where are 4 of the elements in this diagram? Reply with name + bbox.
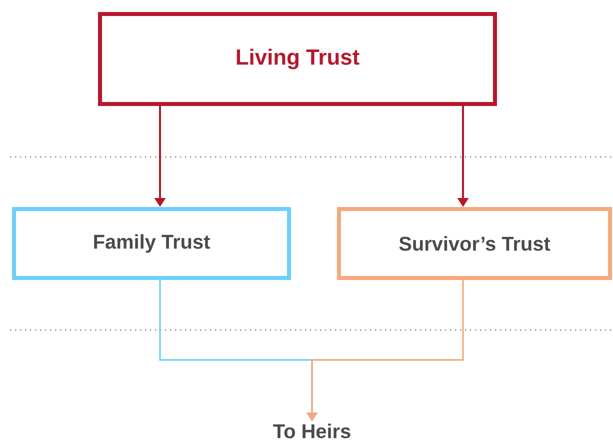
result-label: To Heirs — [273, 424, 350, 438]
process-box: Survivor’s Trust — [337, 206, 612, 280]
process-box: Family Trust — [12, 206, 291, 280]
title-box: Living Trust — [98, 12, 497, 106]
